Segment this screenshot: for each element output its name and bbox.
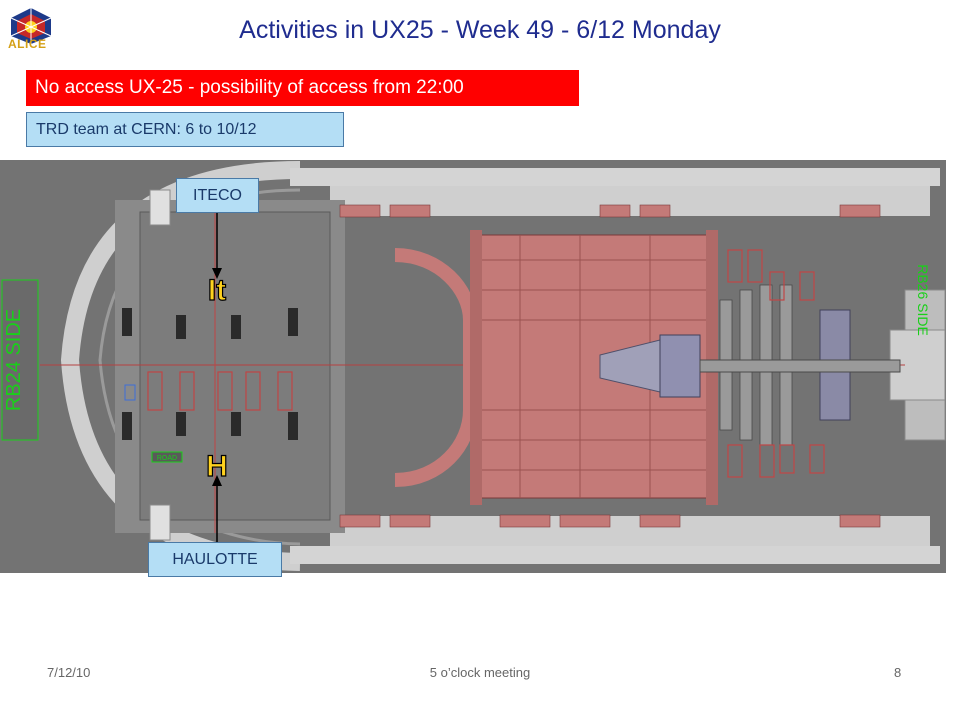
iteco-marker: It	[200, 272, 234, 307]
iteco-callout: ITECO	[176, 178, 259, 213]
haulotte-marker: H	[200, 448, 234, 483]
floor-small-label: ROAD	[157, 455, 177, 462]
ux25-floor-plan: RB24 SIDE RB26 SIDE	[0, 160, 946, 573]
trd-team-banner: TRD team at CERN: 6 to 10/12	[26, 112, 344, 147]
haulotte-marker-text: H	[206, 450, 228, 482]
footer-date: 7/12/10	[47, 665, 91, 680]
footer-center: 5 o’clock meeting	[429, 665, 531, 680]
left-wall-label: RB24 SIDE	[3, 309, 25, 411]
right-wall-label: RB26 SIDE	[915, 264, 931, 336]
floor-plan-drawing: RB24 SIDE RB26 SIDE	[0, 160, 946, 573]
logo-text: ALICE	[8, 37, 47, 51]
iteco-marker-text: It	[208, 274, 226, 306]
alice-logo	[6, 6, 56, 62]
access-banner: No access UX-25 - possibility of access …	[26, 70, 579, 106]
page-number: 8	[894, 665, 902, 680]
slide-title: Activities in UX25 - Week 49 - 6/12 Mond…	[239, 16, 721, 44]
haulotte-callout: HAULOTTE	[148, 542, 282, 577]
alice-logo-icon	[10, 8, 52, 44]
